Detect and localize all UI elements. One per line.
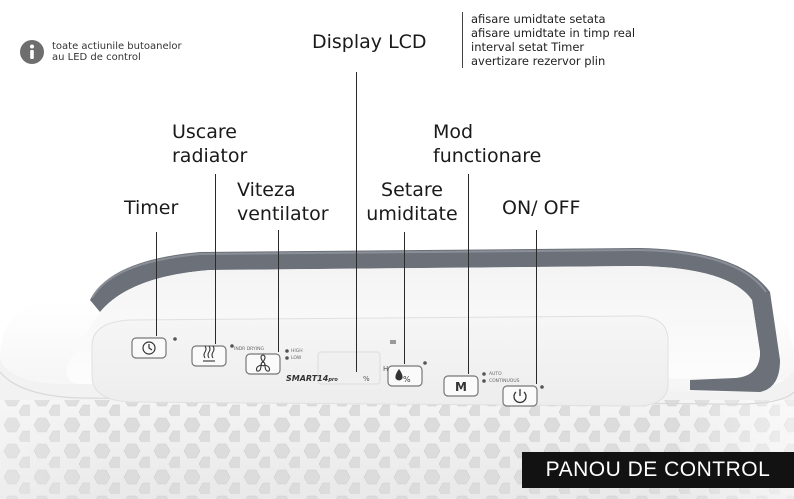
fan-low-label: LOW: [291, 355, 302, 361]
info-note: toate actiunile butoanelor au LED de con…: [20, 40, 212, 64]
label-uscare-radiator: Uscare radiator: [172, 120, 247, 168]
label-line: ventilator: [237, 203, 329, 225]
fan-high-label: HIGH: [291, 348, 303, 354]
panou-de-control-badge: PANOU DE CONTROL: [522, 452, 794, 488]
leader-on-off: [536, 230, 537, 384]
info-icon: [20, 40, 44, 64]
label-line: radiator: [172, 145, 248, 167]
svg-text:%: %: [403, 375, 411, 384]
label-timer: Timer: [124, 197, 179, 219]
label-viteza-ventilator: Viteza ventilator: [237, 178, 329, 226]
info-note-text: toate actiunile butoanelor au LED de con…: [52, 41, 212, 63]
dry-label: INDR DRYING: [234, 346, 264, 352]
lcd-unit-percent: %: [363, 375, 370, 383]
leader-setare-umiditate: [404, 232, 405, 364]
lcd-feature-item: interval setat Timer: [471, 40, 585, 54]
leader-mod-functionare: [468, 174, 469, 374]
label-on-off: ON/ OFF: [502, 197, 581, 219]
brand-logo: SMART14pro: [286, 374, 338, 383]
info-line-2: au LED de control: [52, 52, 141, 63]
mode-auto-label: AUTO: [489, 371, 502, 377]
lcd-feature-item: afisare umidtate setata: [471, 12, 606, 26]
humidity-icon[interactable]: %: [395, 369, 411, 384]
leader-display-lcd: [356, 72, 357, 372]
label-line: Viteza: [237, 179, 296, 201]
lcd-feature-item: avertizare rezervor plin: [471, 54, 606, 68]
lcd-unit-h: H: [383, 365, 388, 373]
leader-viteza-ventilator: [278, 230, 279, 352]
leader-uscare-radiator: [215, 174, 216, 344]
heater-icon[interactable]: [203, 345, 215, 362]
label-line: Setare: [381, 179, 443, 201]
label-line: Uscare: [172, 121, 237, 143]
label-display-lcd: Display LCD: [312, 31, 427, 53]
label-setare-umiditate: Setare umiditate: [364, 178, 460, 226]
lcd-feature-list: afisare umidtate setata afisare umidtate…: [462, 12, 635, 68]
timer-icon[interactable]: [142, 341, 156, 355]
label-mod-functionare: Mod functionare: [433, 120, 541, 168]
label-line: functionare: [433, 145, 542, 167]
label-line: umiditate: [366, 203, 458, 225]
mode-button-m[interactable]: M: [455, 380, 467, 394]
info-line-1: toate actiunile butoanelor: [52, 41, 182, 52]
mode-continuous-label: CONTINUOUS: [489, 378, 520, 384]
label-line: Mod: [433, 121, 474, 143]
leader-timer: [156, 232, 157, 336]
fan-icon[interactable]: [255, 354, 271, 372]
power-icon[interactable]: [513, 389, 527, 404]
lcd-feature-item: afisare umidtate in timp real: [471, 26, 636, 40]
